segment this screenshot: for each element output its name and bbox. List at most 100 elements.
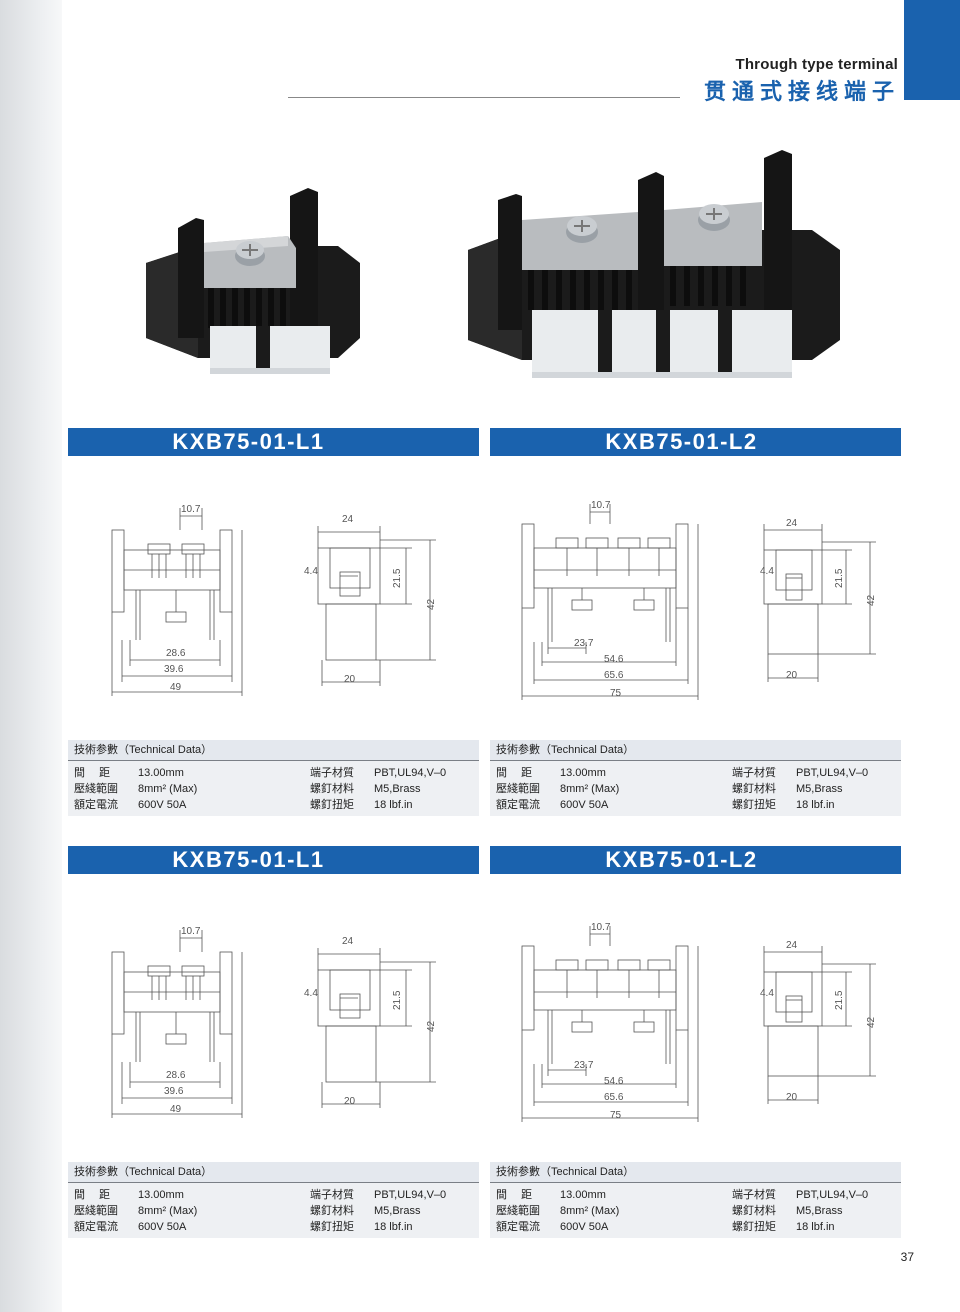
tech-row: 額定電流 600V 50A 螺釘扭矩 18 lbf.in <box>68 797 479 813</box>
tech-key: 間距 <box>496 767 546 779</box>
corner-brand-block <box>904 0 960 100</box>
dim-text: 65.6 <box>604 1092 624 1103</box>
tech-key: 間距 <box>496 1189 546 1201</box>
dim-text: 49 <box>170 1104 182 1115</box>
dim-text: 42 <box>426 598 437 610</box>
drawing-l2-bottom: 10.7 23.7 54.6 65.6 75 24 4.4 21.5 42 20 <box>521 922 877 1122</box>
model-bar-l1-bottom: KXB75-01-L1 <box>68 846 479 874</box>
dim-text: 75 <box>610 688 622 699</box>
dim-text: 24 <box>786 940 798 951</box>
tech-key: 螺釘扭矩 <box>732 1221 776 1233</box>
model-bar-l2-bottom: KXB75-01-L2 <box>490 846 901 874</box>
tech-value: 13.00mm <box>560 1189 606 1201</box>
tech-table-title: 技術参數（Technical Data） <box>68 1162 479 1183</box>
dim-text: 10.7 <box>181 504 201 515</box>
dim-text: 49 <box>170 682 182 693</box>
tech-row: 間距 13.00mm 端子材質 PBT,UL94,V–0 <box>490 1187 901 1203</box>
tech-value: 600V 50A <box>560 799 609 811</box>
dim-text: 28.6 <box>166 648 186 659</box>
tech-key: 螺釘材料 <box>310 783 354 795</box>
dim-text: 10.7 <box>181 926 201 937</box>
tech-value: 600V 50A <box>138 1221 187 1233</box>
tech-key: 螺釘扭矩 <box>310 1221 354 1233</box>
tech-value: 8mm² (Max) <box>138 1205 198 1217</box>
tech-key: 螺釘扭矩 <box>732 799 776 811</box>
tech-row: 額定電流 600V 50A 螺釘扭矩 18 lbf.in <box>490 797 901 813</box>
dim-text: 42 <box>866 594 877 606</box>
tech-table-title: 技術参數（Technical Data） <box>490 1162 901 1183</box>
tech-value: 600V 50A <box>138 799 187 811</box>
tech-key: 壓綫範圍 <box>496 783 540 795</box>
tech-key: 額定電流 <box>74 1221 118 1233</box>
model-bar-l1-top: KXB75-01-L1 <box>68 428 479 456</box>
dim-text: 42 <box>866 1016 877 1028</box>
drawing-l2-top: 10.7 23.7 54.6 65.6 75 24 4.4 21.5 42 20 <box>521 500 877 700</box>
dim-text: 28.6 <box>166 1070 186 1081</box>
tech-row: 壓綫範圍 8mm² (Max) 螺釘材料 M5,Brass <box>68 1203 479 1219</box>
dim-text: 21.5 <box>834 990 845 1010</box>
tech-key: 端子材質 <box>310 767 354 779</box>
dim-text: 20 <box>786 1092 798 1103</box>
dim-text: 20 <box>344 1096 356 1107</box>
tech-value: 18 lbf.in <box>374 799 413 811</box>
tech-row: 壓綫範圍 8mm² (Max) 螺釘材料 M5,Brass <box>490 781 901 797</box>
header-rule <box>288 97 680 98</box>
header-title-cn: 贯通式接线端子 <box>703 80 900 105</box>
tech-value: M5,Brass <box>374 1205 421 1217</box>
tech-value: 13.00mm <box>560 767 606 779</box>
tech-value: 600V 50A <box>560 1221 609 1233</box>
tech-value: M5,Brass <box>796 783 843 795</box>
product-photo-l1 <box>146 188 360 374</box>
model-bar-l2-top: KXB75-01-L2 <box>490 428 901 456</box>
dim-text: 4.4 <box>304 566 318 577</box>
page-number: 37 <box>900 1250 914 1264</box>
tech-key: 螺釘材料 <box>732 1205 776 1217</box>
dim-text: 24 <box>342 514 354 525</box>
dim-text: 24 <box>786 518 798 529</box>
tech-value: 18 lbf.in <box>796 799 835 811</box>
tech-key: 螺釘扭矩 <box>310 799 354 811</box>
dim-text: 21.5 <box>392 990 403 1010</box>
dim-text: 4.4 <box>304 988 318 999</box>
dim-text: 23.7 <box>574 638 594 649</box>
tech-key: 端子材質 <box>732 1189 776 1201</box>
drawing-l1-bottom: 10.7 28.6 39.6 49 24 4.4 21.5 42 20 <box>111 926 437 1118</box>
side-gradient-band <box>0 0 62 1312</box>
tech-value: 18 lbf.in <box>796 1221 835 1233</box>
tech-key: 壓綫範圍 <box>74 783 118 795</box>
tech-value: PBT,UL94,V–0 <box>796 1189 869 1201</box>
tech-value: 8mm² (Max) <box>560 1205 620 1217</box>
tech-value: 8mm² (Max) <box>560 783 620 795</box>
tech-key: 壓綫範圍 <box>74 1205 118 1217</box>
tech-key: 端子材質 <box>310 1189 354 1201</box>
tech-value: 8mm² (Max) <box>138 783 198 795</box>
dim-text: 39.6 <box>164 1086 184 1097</box>
tech-value: PBT,UL94,V–0 <box>374 767 447 779</box>
dim-text: 10.7 <box>591 922 611 933</box>
tech-value: PBT,UL94,V–0 <box>796 767 869 779</box>
tech-table-title: 技術参數（Technical Data） <box>490 740 901 761</box>
dim-text: 65.6 <box>604 670 624 681</box>
dim-text: 23.7 <box>574 1060 594 1071</box>
tech-key: 螺釘材料 <box>732 783 776 795</box>
dim-text: 42 <box>426 1020 437 1032</box>
drawing-l1-top: 10.7 28.6 39.6 49 24 4.4 21.5 42 20 <box>111 504 437 696</box>
product-photo-l2 <box>468 150 840 378</box>
tech-key: 額定電流 <box>496 799 540 811</box>
tech-key: 間距 <box>74 1189 124 1201</box>
dim-text: 10.7 <box>591 500 611 511</box>
dim-text: 39.6 <box>164 664 184 675</box>
tech-key: 額定電流 <box>74 799 118 811</box>
dim-text: 20 <box>786 670 798 681</box>
tech-key: 螺釘材料 <box>310 1205 354 1217</box>
